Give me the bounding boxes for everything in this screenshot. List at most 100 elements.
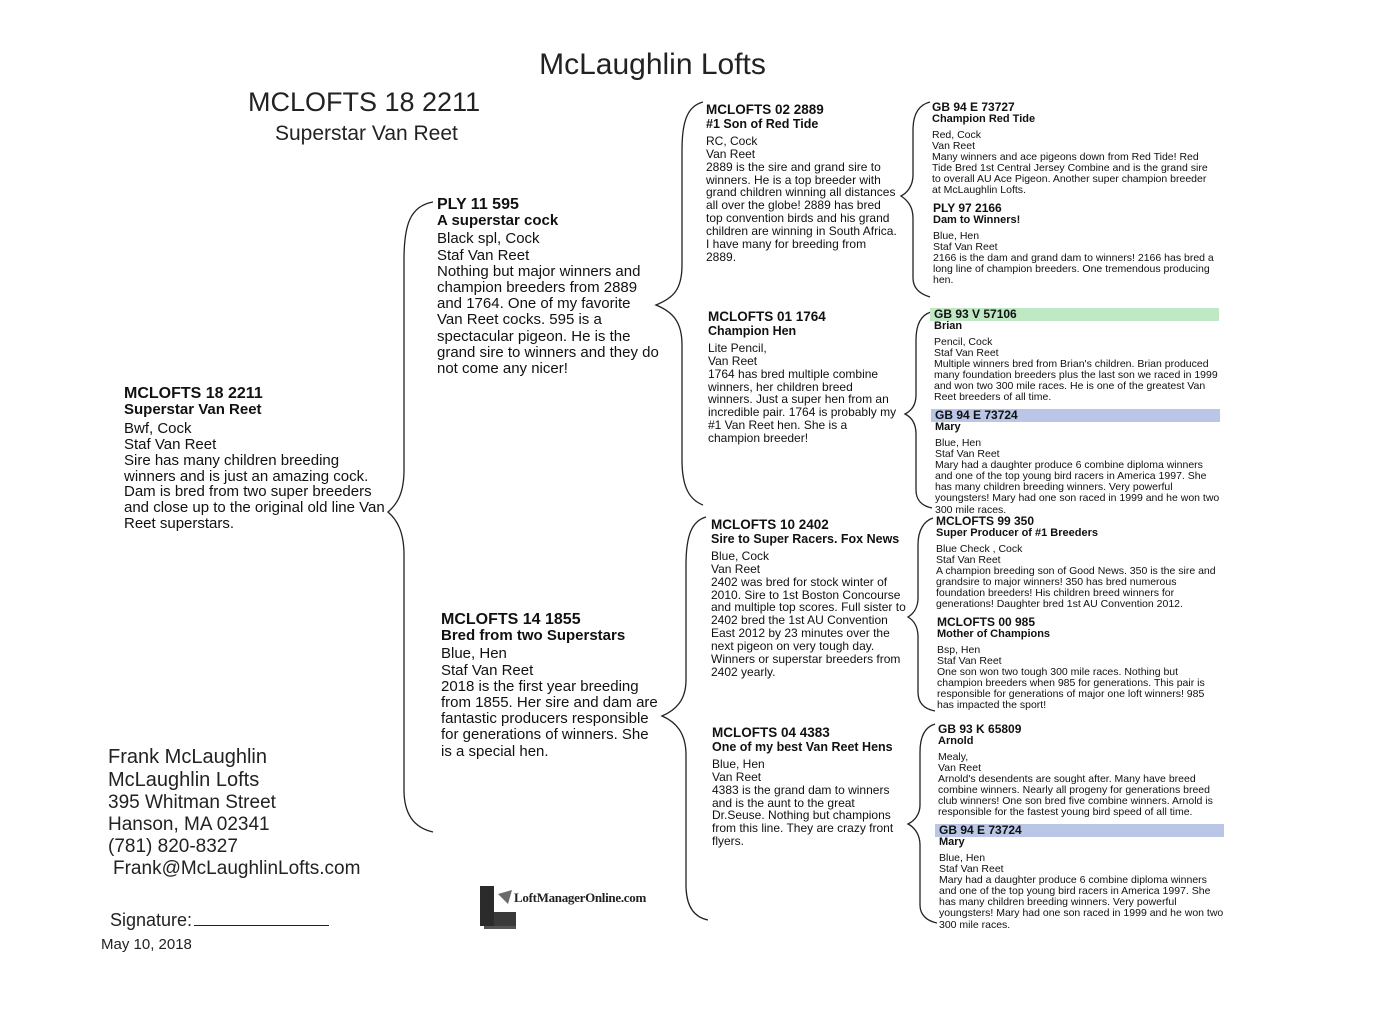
- great-grandparent-description: Mary had a daughter produce 6 combine di…: [935, 459, 1220, 516]
- great-grandparent-id: GB 94 E 73724: [931, 409, 1220, 422]
- sire-id: PLY 11 595: [437, 196, 519, 213]
- sire-color: Black spl, Cock: [437, 230, 540, 248]
- grandparent-name: Sire to Super Racers. Fox News: [711, 531, 900, 546]
- subject-id: MCLOFTS 18 2211: [124, 385, 263, 402]
- great-grandparent-name: Mother of Champions: [937, 627, 1051, 640]
- subject-entry: MCLOFTS 18 2211 Superstar Van Reet Bwf, …: [124, 385, 386, 532]
- great-grandparent-description: 2166 is the dam and grand dam to winners…: [933, 252, 1214, 287]
- great-grandparent-color: Blue, Hen: [935, 436, 982, 449]
- dam-description: 2018 is the first year breeding from 185…: [441, 677, 658, 760]
- dam-color: Blue, Hen: [441, 645, 507, 663]
- loftmanager-logo-text: LoftManagerOnline.com: [514, 890, 646, 905]
- contact-email: Frank@McLaughlinLofts.com: [113, 857, 361, 879]
- great-grandparent-id: MCLOFTS 99 350: [936, 514, 1035, 528]
- great-grandparent-description: A champion breeding son of Good News. 35…: [936, 565, 1216, 611]
- great-grandparent-description: Many winners and ace pigeons down from R…: [932, 151, 1208, 197]
- grandparent-id: MCLOFTS 04 4383: [712, 725, 830, 740]
- contact-city: Hanson, MA 02341: [108, 813, 270, 835]
- grandparent-id: MCLOFTS 01 1764: [708, 309, 826, 324]
- sire-entry: PLY 11 595 A superstar cock Black spl, C…: [437, 196, 659, 377]
- grandparent-entry: MCLOFTS 01 1764 Champion Hen Lite Pencil…: [708, 309, 900, 445]
- great-grandparent-description: One son won two tough 300 mile races. No…: [937, 666, 1205, 712]
- great-grandparent-strain: Staf Van Reet: [936, 553, 1001, 566]
- grandparent-strain: Van Reet: [706, 146, 756, 161]
- subject-color: Bwf, Cock: [124, 420, 192, 438]
- great-grandparent-entry: MCLOFTS 00 985 Mother of Champions Bsp, …: [937, 616, 1222, 712]
- subject-strain: Staf Van Reet: [124, 436, 217, 454]
- great-grandparent-entry: GB 94 E 73727 Champion Red Tide Red, Coc…: [932, 101, 1217, 197]
- great-grandparent-description: Arnold's desendents are sought after. Ma…: [938, 773, 1213, 819]
- dam-id: MCLOFTS 14 1855: [441, 611, 581, 628]
- great-grandparent-entry: GB 94 E 73724 Mary Blue, Hen Staf Van Re…: [931, 409, 1220, 516]
- sire-strain: Staf Van Reet: [437, 246, 530, 264]
- great-grandparent-strain: Staf Van Reet: [933, 240, 998, 253]
- grandparent-name: One of my best Van Reet Hens: [712, 739, 893, 754]
- great-grandparent-id: GB 94 E 73727: [932, 100, 1015, 114]
- great-grandparent-entry: GB 93 V 57106 Brian Pencil, Cock Staf Va…: [930, 308, 1219, 404]
- signature-label: Signature:: [110, 910, 193, 930]
- great-grandparent-strain: Staf Van Reet: [939, 862, 1004, 875]
- dam-entry: MCLOFTS 14 1855 Bred from two Superstars…: [441, 611, 661, 760]
- loftmanager-logo: LoftManagerOnline.com: [478, 882, 646, 932]
- great-grandparent-id: GB 93 K 65809: [938, 722, 1022, 736]
- great-grandparent-color: Mealy,: [938, 750, 969, 763]
- grandparent-description: 1764 has bred multiple combine winners, …: [708, 366, 897, 445]
- dam-strain: Staf Van Reet: [441, 661, 534, 679]
- great-grandparent-name: Mary: [939, 835, 965, 848]
- grandparent-color: Lite Pencil,: [708, 341, 767, 356]
- grandparent-entry: MCLOFTS 04 4383 One of my best Van Reet …: [712, 725, 908, 849]
- great-grandparent-strain: Staf Van Reet: [937, 654, 1002, 667]
- great-grandparent-id: MCLOFTS 00 985: [937, 615, 1036, 629]
- grandparent-color: Blue, Hen: [712, 757, 765, 772]
- page-title: McLaughlin Lofts: [539, 48, 766, 81]
- great-grandparent-strain: Staf Van Reet: [934, 346, 999, 359]
- grandparent-description: 2402 was bred for stock winter of 2010. …: [711, 574, 906, 679]
- great-grandparent-description: Multiple winners bred from Brian's child…: [934, 358, 1218, 404]
- great-grandparent-entry: GB 93 K 65809 Arnold Mealy, Van Reet Arn…: [938, 723, 1223, 819]
- grandparent-color: Blue, Cock: [711, 549, 770, 564]
- signature-line: [194, 911, 330, 926]
- great-grandparent-color: Blue Check , Cock: [936, 542, 1023, 555]
- contact-name: Frank McLaughlin: [108, 746, 267, 768]
- great-grandparent-strain: Van Reet: [932, 139, 975, 152]
- grandparent-name: Champion Hen: [708, 323, 797, 338]
- great-grandparent-name: Arnold: [938, 734, 974, 747]
- grandparent-strain: Van Reet: [712, 769, 762, 784]
- signature-field: Signature:: [110, 910, 330, 931]
- great-grandparent-entry: GB 94 E 73724 Mary Blue, Hen Staf Van Re…: [935, 824, 1224, 931]
- great-grandparent-strain: Van Reet: [938, 761, 981, 774]
- contact-block: Frank McLaughlin McLaughlin Lofts 395 Wh…: [108, 746, 360, 879]
- grandparent-color: RC, Cock: [706, 134, 758, 149]
- sire-description: Nothing but major winners and champion b…: [437, 262, 659, 377]
- great-grandparent-id: GB 93 V 57106: [930, 308, 1219, 321]
- great-grandparent-name: Mary: [935, 420, 961, 433]
- great-grandparent-color: Blue, Hen: [933, 229, 980, 242]
- great-grandparent-name: Super Producer of #1 Breeders: [936, 526, 1099, 539]
- grandparent-strain: Van Reet: [708, 353, 758, 368]
- great-grandparent-name: Brian: [934, 319, 963, 332]
- contact-street: 395 Whitman Street: [108, 792, 276, 813]
- grandparent-id: MCLOFTS 10 2402: [711, 517, 829, 532]
- document-date: May 10, 2018: [101, 936, 192, 953]
- grandparent-name: #1 Son of Red Tide: [706, 116, 819, 131]
- grandparent-entry: MCLOFTS 10 2402 Sire to Super Racers. Fo…: [711, 517, 907, 679]
- subject-description: Sire has many children breeding winners …: [124, 451, 385, 532]
- great-grandparent-entry: MCLOFTS 99 350 Super Producer of #1 Bree…: [936, 515, 1221, 611]
- grandparent-description: 4383 is the grand dam to winners and is …: [712, 782, 894, 849]
- subject-band-name: Superstar Van Reet: [275, 122, 458, 145]
- great-grandparent-name: Dam to Winners!: [933, 213, 1021, 226]
- grandparent-strain: Van Reet: [711, 561, 761, 576]
- great-grandparent-strain: Staf Van Reet: [935, 447, 1000, 460]
- loftmanager-logo-icon: [480, 886, 516, 929]
- great-grandparent-entry: PLY 97 2166 Dam to Winners! Blue, Hen St…: [933, 202, 1218, 286]
- great-grandparent-description: Mary had a daughter produce 6 combine di…: [939, 874, 1224, 931]
- subject-name: Superstar Van Reet: [124, 401, 262, 419]
- great-grandparent-color: Bsp, Hen: [937, 643, 981, 656]
- dam-name: Bred from two Superstars: [441, 627, 626, 645]
- subject-band-id: MCLOFTS 18 2211: [248, 87, 481, 117]
- great-grandparent-color: Blue, Hen: [939, 851, 986, 864]
- sire-name: A superstar cock: [437, 212, 559, 230]
- grandparent-description: 2889 is the sire and grand sire to winne…: [706, 159, 897, 264]
- great-grandparent-id: PLY 97 2166: [933, 201, 1002, 215]
